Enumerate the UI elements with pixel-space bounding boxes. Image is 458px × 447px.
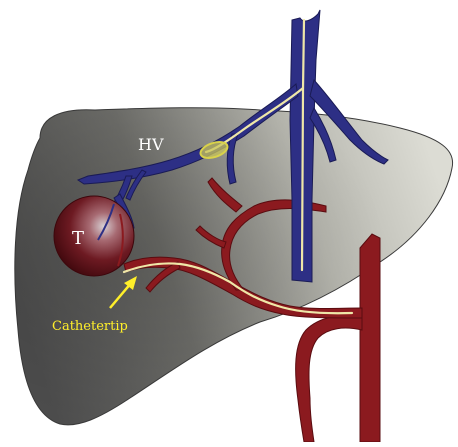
artery-main-trunk: [360, 234, 380, 442]
label-tumor: T: [72, 228, 84, 249]
artery-lower-loop: [296, 316, 362, 442]
label-catheter-tip: Cathetertip: [52, 319, 128, 334]
label-hepatic-vein: HV: [138, 135, 164, 154]
